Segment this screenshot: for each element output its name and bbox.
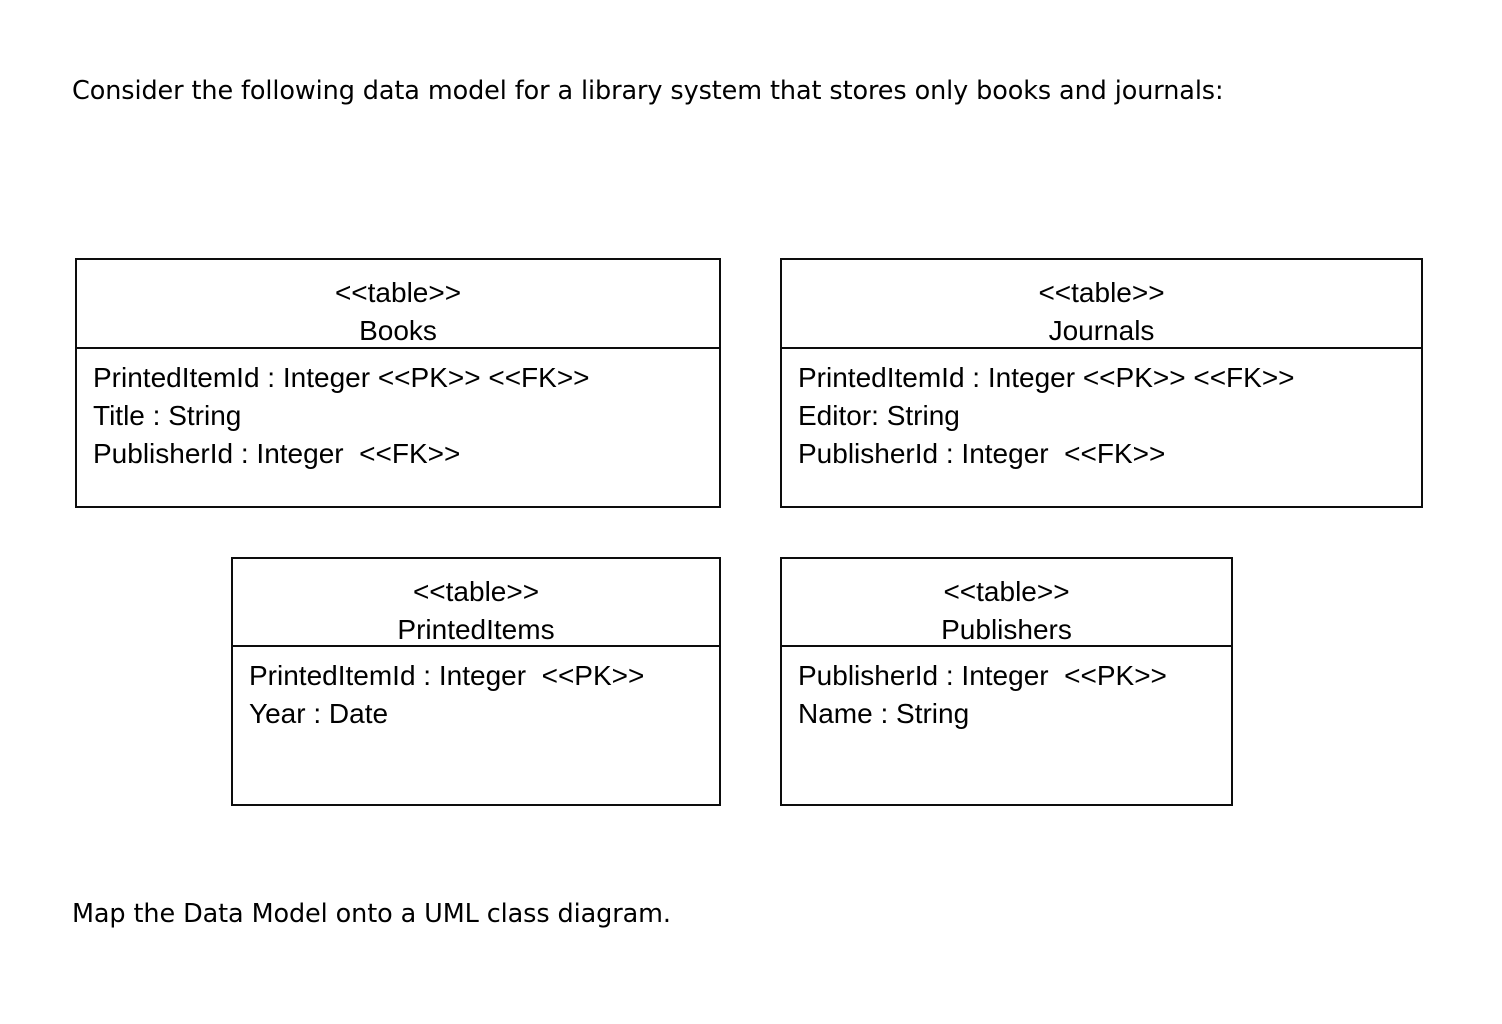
uml-table-books-name: Books (359, 315, 437, 346)
uml-attribute: PublisherId : Integer <<PK>> (798, 660, 1167, 691)
closing-paragraph: Map the Data Model onto a UML class diag… (72, 899, 671, 929)
uml-table-printeditems-header: <<table>> PrintedItems (233, 559, 719, 647)
uml-attribute: Name : String (798, 698, 970, 729)
uml-attribute: Year : Date (249, 698, 389, 729)
uml-table-books-stereotype: <<table>> (334, 277, 462, 308)
uml-attribute: PrintedItemId : Integer <<PK>> <<FK>> (798, 362, 1295, 393)
uml-table-publishers-name: Publishers (941, 614, 1072, 645)
uml-table-publishers: <<table>> Publishers PublisherId : Integ… (780, 557, 1233, 806)
uml-attribute: Editor: String (798, 400, 960, 431)
uml-attribute: PrintedItemId : Integer <<PK>> (249, 660, 645, 691)
uml-table-printeditems-stereotype: <<table>> (412, 576, 540, 607)
uml-table-printeditems-attributes: PrintedItemId : Integer <<PK>> Year : Da… (233, 647, 719, 804)
uml-table-printeditems-name: PrintedItems (397, 614, 555, 645)
uml-table-printeditems: <<table>> PrintedItems PrintedItemId : I… (231, 557, 721, 806)
uml-table-publishers-attributes: PublisherId : Integer <<PK>> Name : Stri… (782, 647, 1231, 804)
uml-attribute: PublisherId : Integer <<FK>> (93, 438, 461, 469)
uml-table-journals-name: Journals (1048, 315, 1155, 346)
uml-table-books: <<table>> Books PrintedItemId : Integer … (75, 258, 721, 508)
intro-paragraph: Consider the following data model for a … (72, 76, 1224, 106)
uml-table-publishers-stereotype: <<table>> (943, 576, 1070, 607)
uml-table-journals-stereotype: <<table>> (1038, 277, 1165, 308)
uml-table-journals: <<table>> Journals PrintedItemId : Integ… (780, 258, 1423, 508)
uml-table-books-attributes: PrintedItemId : Integer <<PK>> <<FK>> Ti… (77, 349, 719, 506)
uml-table-books-header: <<table>> Books (77, 260, 719, 349)
uml-table-publishers-header: <<table>> Publishers (782, 559, 1231, 647)
uml-table-journals-attributes: PrintedItemId : Integer <<PK>> <<FK>> Ed… (782, 349, 1421, 506)
uml-attribute: PublisherId : Integer <<FK>> (798, 438, 1166, 469)
uml-attribute: PrintedItemId : Integer <<PK>> <<FK>> (93, 362, 590, 393)
uml-attribute: Title : String (93, 400, 242, 431)
uml-table-journals-header: <<table>> Journals (782, 260, 1421, 349)
